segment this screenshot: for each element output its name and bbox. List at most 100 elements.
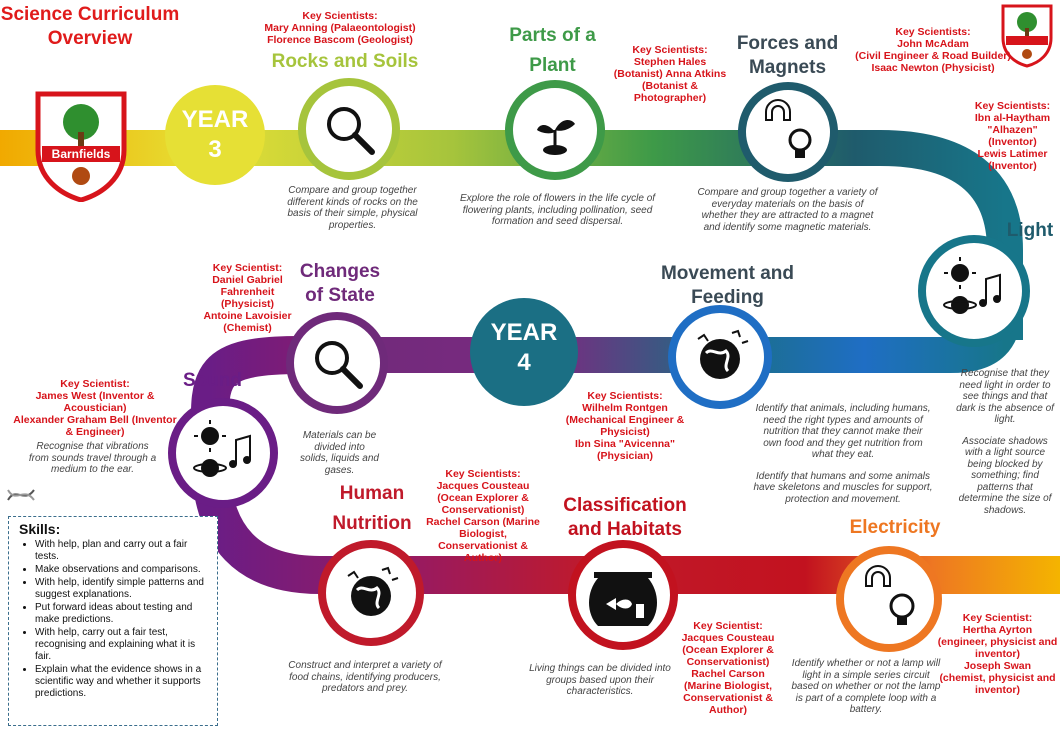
- movement-title: Movement and Feeding: [650, 262, 805, 310]
- forces-scientist-line: (Civil Engineer & Road Builder): [855, 50, 1011, 62]
- movement-desc-line: Identify that humans and some animals: [756, 470, 930, 482]
- forces-title-line1: Forces and: [736, 33, 839, 54]
- habitats-scientist-line: Rachel Carson: [691, 668, 765, 680]
- logo-text: Barnfields: [51, 147, 111, 161]
- light-desc-line: determine the size of: [958, 493, 1052, 504]
- seedling-icon: [537, 120, 575, 155]
- page-title-line1: Science Curriculum: [0, 4, 180, 25]
- sound-desc-line: Recognise that vibrations: [36, 441, 149, 452]
- nutrition-scientist-line: Conservationist): [441, 504, 525, 516]
- forces-scientist-line: Key Scientists:: [895, 26, 971, 38]
- nutrition-desc-line: Construct and interpret a variety of: [288, 660, 442, 671]
- skills-list: With help, plan and carry out a fair tes…: [15, 539, 211, 700]
- school-logo: Barnfields: [32, 90, 130, 203]
- rocks-scientists: Key Scientists: Mary Anning (Palaeontolo…: [240, 10, 440, 46]
- nutrition-scientists: Key Scientists: Jacques Cousteau (Ocean …: [418, 468, 548, 564]
- habitats-scientist-line: Jacques Cousteau: [681, 632, 775, 644]
- movement-scientist-line: Physicist): [600, 426, 650, 438]
- states-scientist-line: Antoine Lavoisier: [203, 310, 292, 322]
- light-desc-line: dark is the absence of: [956, 402, 1054, 414]
- movement-scientist-line: Key Scientists:: [587, 390, 663, 402]
- shield-icon: [1001, 4, 1053, 68]
- sound-description: Recognise that vibrations from sounds tr…: [15, 441, 170, 476]
- light-scientist-line: Lewis Latimer: [977, 148, 1048, 160]
- light-desc-line: with a light source: [964, 447, 1046, 458]
- electricity-scientist-line: inventor): [975, 648, 1020, 660]
- skills-item: Explain what the evidence shows in a sci…: [35, 664, 211, 700]
- sound-circle: [168, 398, 278, 508]
- electricity-scientist-line: Key Scientist:: [962, 612, 1033, 624]
- forces-circle: [738, 82, 838, 182]
- movement-desc-line: what they eat.: [811, 449, 875, 460]
- earth-animals-icon: [697, 329, 749, 379]
- plant-scientist-line: Key Scientists:: [632, 44, 708, 56]
- nutrition-desc-line: food chains, identifying producers,: [289, 671, 441, 683]
- spacer: [950, 426, 1060, 436]
- plant-description: Explore the role of flowers in the life …: [440, 193, 675, 228]
- school-logo-small: [1000, 4, 1054, 68]
- states-scientist-line: (Chemist): [223, 322, 272, 334]
- earth-animals-icon: [347, 566, 399, 616]
- movement-description: Identify that animals, including humans,…: [738, 403, 948, 505]
- year4-label: YEAR: [490, 319, 558, 346]
- nutrition-title-line1: Human: [339, 483, 405, 504]
- habitats-desc-line: characteristics.: [566, 686, 634, 697]
- states-scientist-line: Daniel Gabriel: [212, 274, 283, 286]
- skills-item: With help, plan and carry out a fair tes…: [35, 539, 211, 563]
- light-desc-line: patterns that: [977, 481, 1033, 493]
- plant-desc-line: flowering plants, including pollination,…: [462, 204, 653, 216]
- light-circle: [918, 235, 1030, 347]
- light-scientist-line: Key Scientists:: [974, 100, 1051, 112]
- light-description: Recognise that they need light in order …: [950, 368, 1060, 516]
- skills-item: With help, identify simple patterns and …: [35, 577, 211, 601]
- states-scientist-line: (Physicist): [220, 298, 275, 310]
- nutrition-desc-line: predators and prey.: [322, 683, 408, 694]
- forces-desc-line: everyday materials on the basis of: [711, 198, 864, 210]
- page-title: Science Curriculum Overview: [0, 3, 180, 51]
- plant-desc-line: Explore the role of flowers in the life …: [459, 193, 656, 204]
- fishbowl-icon: [589, 572, 657, 626]
- sound-scientist-line: & Engineer): [65, 426, 125, 438]
- movement-title-line1: Movement and: [660, 263, 795, 284]
- states-description: Materials can be divided into solids, li…: [287, 430, 392, 476]
- magnifier-icon: [327, 107, 375, 155]
- nutrition-title-line2: Nutrition: [332, 513, 412, 534]
- habitats-description: Living things can be divided into groups…: [515, 663, 685, 698]
- nutrition-scientist-line: Key Scientists:: [445, 468, 521, 480]
- plant-title-line2: Plant: [529, 55, 576, 76]
- electricity-description: Identify whether or not a lamp will ligh…: [776, 658, 956, 716]
- plant-desc-line: formation and seed dispersal.: [491, 216, 624, 227]
- plant-scientist-line: (Botanist) Anna Atkins: [613, 68, 727, 80]
- sound-scientist-line: Alexander Graham Bell (Inventor: [13, 414, 177, 426]
- habitats-scientist-line: Conservationist &: [683, 692, 773, 704]
- light-desc-line: shadows.: [983, 504, 1027, 516]
- movement-scientist-line: Wilhelm Rontgen: [582, 402, 668, 414]
- forces-title: Forces and Magnets: [725, 32, 850, 80]
- habitats-desc-line: Living things can be divided into: [529, 663, 671, 674]
- electricity-scientist-line: (engineer, physicist and: [937, 636, 1058, 648]
- light-title: Light: [1006, 220, 1054, 241]
- habitats-title-line1: Classification: [563, 495, 687, 516]
- habitats-scientist-line: (Marine Biologist,: [683, 680, 773, 692]
- electricity-scientist-line: (chemist, physicist and: [939, 672, 1056, 684]
- plant-scientist-line: Photographer): [633, 92, 707, 104]
- rocks-desc-line: different kinds of rocks on the: [287, 196, 418, 208]
- spacer: [738, 461, 948, 471]
- light-scientist-line: Ibn al-Haytham: [974, 112, 1051, 124]
- year3-number: 3: [208, 136, 222, 163]
- electricity-desc-line: battery.: [849, 704, 883, 715]
- skills-item: Put forward ideas about testing and make…: [35, 602, 211, 626]
- sound-desc-line: medium to the ear.: [50, 464, 134, 475]
- states-scientist-line: Key Scientist:: [212, 262, 283, 274]
- habitats-scientists: Key Scientist: Jacques Cousteau (Ocean E…: [668, 620, 788, 716]
- light-desc-line: something; find: [971, 470, 1039, 481]
- movement-scientist-line: (Physician): [596, 450, 654, 462]
- forces-title-line2: Magnets: [748, 57, 827, 78]
- light-scientist-line: "Alhazen": [987, 124, 1038, 136]
- sun-planet-music-icon: [193, 420, 251, 477]
- rocks-scientist-line: Key Scientists:: [302, 10, 378, 22]
- states-desc-line: Materials can be: [302, 430, 377, 441]
- movement-scientists: Key Scientists: Wilhelm Rontgen (Mechani…: [555, 390, 695, 462]
- skills-heading: Skills:: [19, 521, 61, 537]
- states-title: Changes of State: [285, 260, 395, 308]
